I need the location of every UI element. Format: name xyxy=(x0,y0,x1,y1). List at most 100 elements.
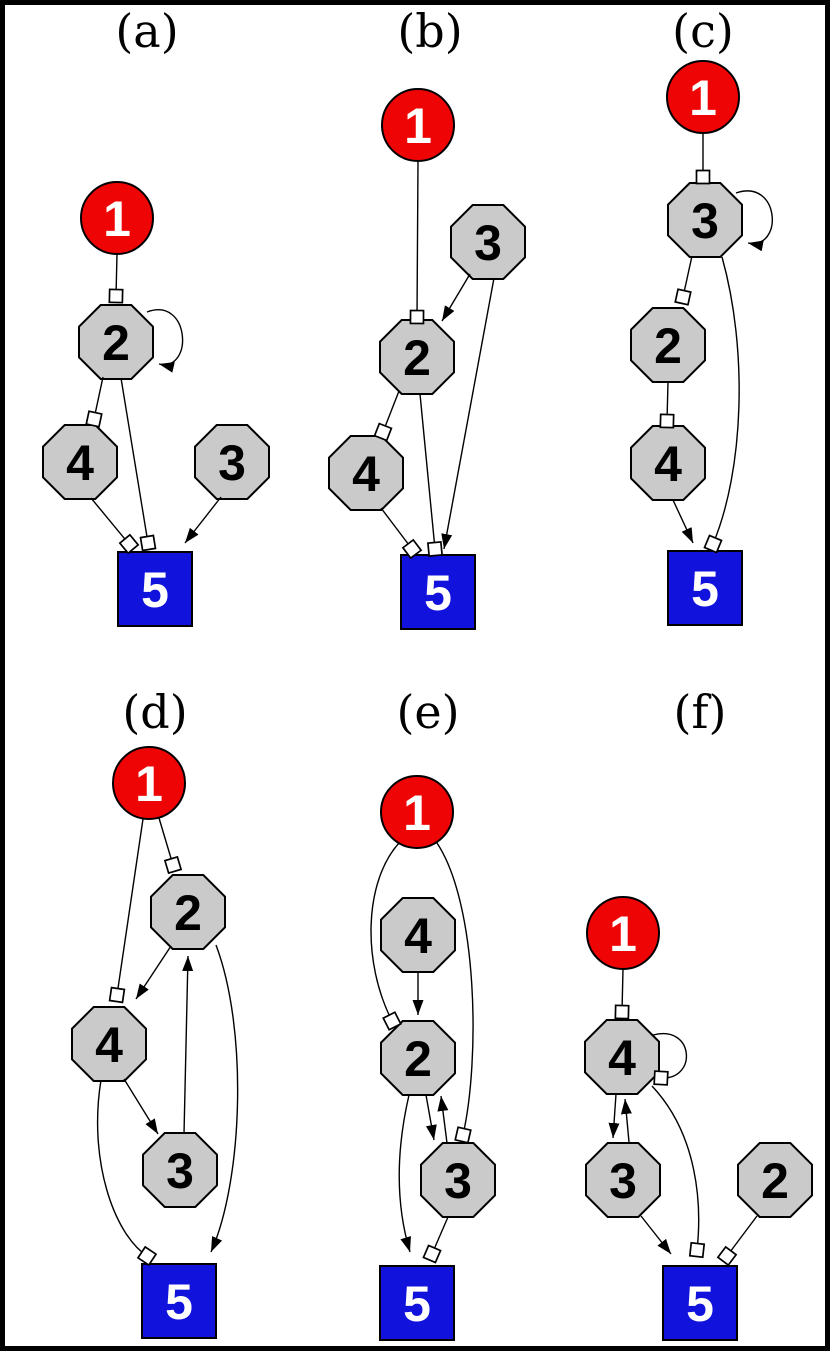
panel-b: 1 3 2 4 5 (b) xyxy=(328,4,526,630)
panel-d: 1 2 4 3 5 (d) xyxy=(71,685,239,1339)
node-label-b-2: 2 xyxy=(403,330,431,386)
edge-f-3-5 xyxy=(640,1215,672,1255)
edge-c-3-3 xyxy=(735,190,773,252)
node-d-3 xyxy=(142,1132,218,1208)
node-d-1 xyxy=(112,746,186,820)
panel-c: 1 3 2 4 5 (c) xyxy=(630,4,773,626)
edge-a-2-5 xyxy=(120,377,157,552)
node-label-a-2: 2 xyxy=(102,315,130,371)
node-a-3 xyxy=(194,424,270,500)
edge-a-3-5 xyxy=(184,496,222,544)
node-label-d-4: 4 xyxy=(95,1017,123,1073)
node-label-f-1: 1 xyxy=(609,906,637,962)
node-label-e-5: 5 xyxy=(403,1276,431,1332)
panel-title-e: (e) xyxy=(396,685,459,739)
edge-f-4-3 xyxy=(608,1093,620,1139)
panel-title-f: (f) xyxy=(674,685,727,739)
node-e-5 xyxy=(379,1265,455,1341)
edge-e-3-5 xyxy=(422,1216,449,1264)
node-f-2 xyxy=(737,1142,813,1218)
node-c-2 xyxy=(630,307,706,383)
edge-d-2-4 xyxy=(135,945,172,1000)
node-label-c-3: 3 xyxy=(691,193,719,249)
edge-b-4-5 xyxy=(380,507,423,560)
node-label-b-1: 1 xyxy=(404,98,432,154)
edge-a-1-2 xyxy=(108,253,124,304)
edge-e-1-2 xyxy=(370,842,402,1031)
node-f-4 xyxy=(584,1019,660,1095)
edge-b-2-4 xyxy=(373,390,400,442)
edge-a-2-4 xyxy=(85,376,104,428)
node-label-a-4: 4 xyxy=(66,435,94,491)
edge-a-2-2 xyxy=(146,309,184,373)
node-a-5 xyxy=(117,551,193,627)
node-label-d-1: 1 xyxy=(135,756,163,812)
node-b-2 xyxy=(379,319,455,395)
node-label-c-1: 1 xyxy=(689,70,717,126)
node-c-5 xyxy=(667,550,743,626)
node-label-f-4: 4 xyxy=(608,1030,636,1086)
edge-d-2-5 xyxy=(210,944,239,1253)
edge-e-1-3 xyxy=(436,842,474,1144)
node-b-4 xyxy=(328,435,404,511)
node-f-3 xyxy=(585,1142,661,1218)
panel-f: 1 4 3 2 5 (f) xyxy=(584,685,813,1341)
node-f-5 xyxy=(662,1265,738,1341)
node-label-a-3: 3 xyxy=(218,435,246,491)
node-d-2 xyxy=(150,874,226,950)
edge-b-3-2 xyxy=(441,273,471,322)
node-b-3 xyxy=(450,204,526,280)
node-b-5 xyxy=(400,554,476,630)
panel-title-b: (b) xyxy=(397,4,462,58)
node-label-b-3: 3 xyxy=(474,215,502,271)
node-label-c-4: 4 xyxy=(654,436,682,492)
node-label-d-3: 3 xyxy=(166,1143,194,1199)
edge-c-2-4 xyxy=(659,381,675,429)
edge-f-1-4 xyxy=(614,968,630,1020)
edge-b-2-5 xyxy=(419,393,444,558)
node-label-f-2: 2 xyxy=(761,1153,789,1209)
node-label-e-3: 3 xyxy=(444,1153,472,1209)
edge-d-1-4 xyxy=(108,818,144,1004)
node-e-1 xyxy=(380,775,454,849)
edge-d-4-5 xyxy=(96,1079,158,1267)
edge-d-4-3 xyxy=(123,1078,159,1135)
node-label-d-5: 5 xyxy=(165,1274,193,1330)
node-label-f-3: 3 xyxy=(609,1153,637,1209)
node-e-3 xyxy=(420,1142,496,1218)
node-label-c-5: 5 xyxy=(691,561,719,617)
node-label-f-5: 5 xyxy=(686,1276,714,1332)
node-c-3 xyxy=(667,182,743,258)
node-label-e-1: 1 xyxy=(403,785,431,841)
node-label-d-2: 2 xyxy=(174,885,202,941)
edge-c-3-2 xyxy=(674,255,693,306)
edge-f-3-4 xyxy=(620,1098,632,1143)
node-label-a-5: 5 xyxy=(141,562,169,618)
panel-title-a: (a) xyxy=(115,4,178,58)
edge-d-1-2 xyxy=(158,817,183,875)
edge-f-4-4 xyxy=(652,1032,687,1086)
node-label-b-5: 5 xyxy=(424,565,452,621)
node-d-4 xyxy=(71,1006,147,1082)
edge-d-3-2 xyxy=(182,955,194,1135)
edge-c-3-5 xyxy=(703,256,740,554)
edge-b-1-2 xyxy=(409,160,425,325)
node-a-2 xyxy=(78,304,154,380)
edge-e-3-2 xyxy=(437,1095,449,1144)
edge-e-2-5 xyxy=(398,1094,411,1253)
edge-e-2-3 xyxy=(425,1094,437,1141)
node-label-b-4: 4 xyxy=(352,446,380,502)
panel-title-d: (d) xyxy=(122,685,187,739)
node-c-4 xyxy=(630,425,706,501)
edge-c-4-5 xyxy=(672,499,694,544)
node-label-c-2: 2 xyxy=(654,318,682,374)
edge-a-4-5 xyxy=(90,497,140,555)
panel-title-c: (c) xyxy=(672,4,734,58)
node-e-4 xyxy=(380,897,456,973)
node-e-2 xyxy=(380,1020,456,1096)
node-label-e-2: 2 xyxy=(404,1031,432,1087)
